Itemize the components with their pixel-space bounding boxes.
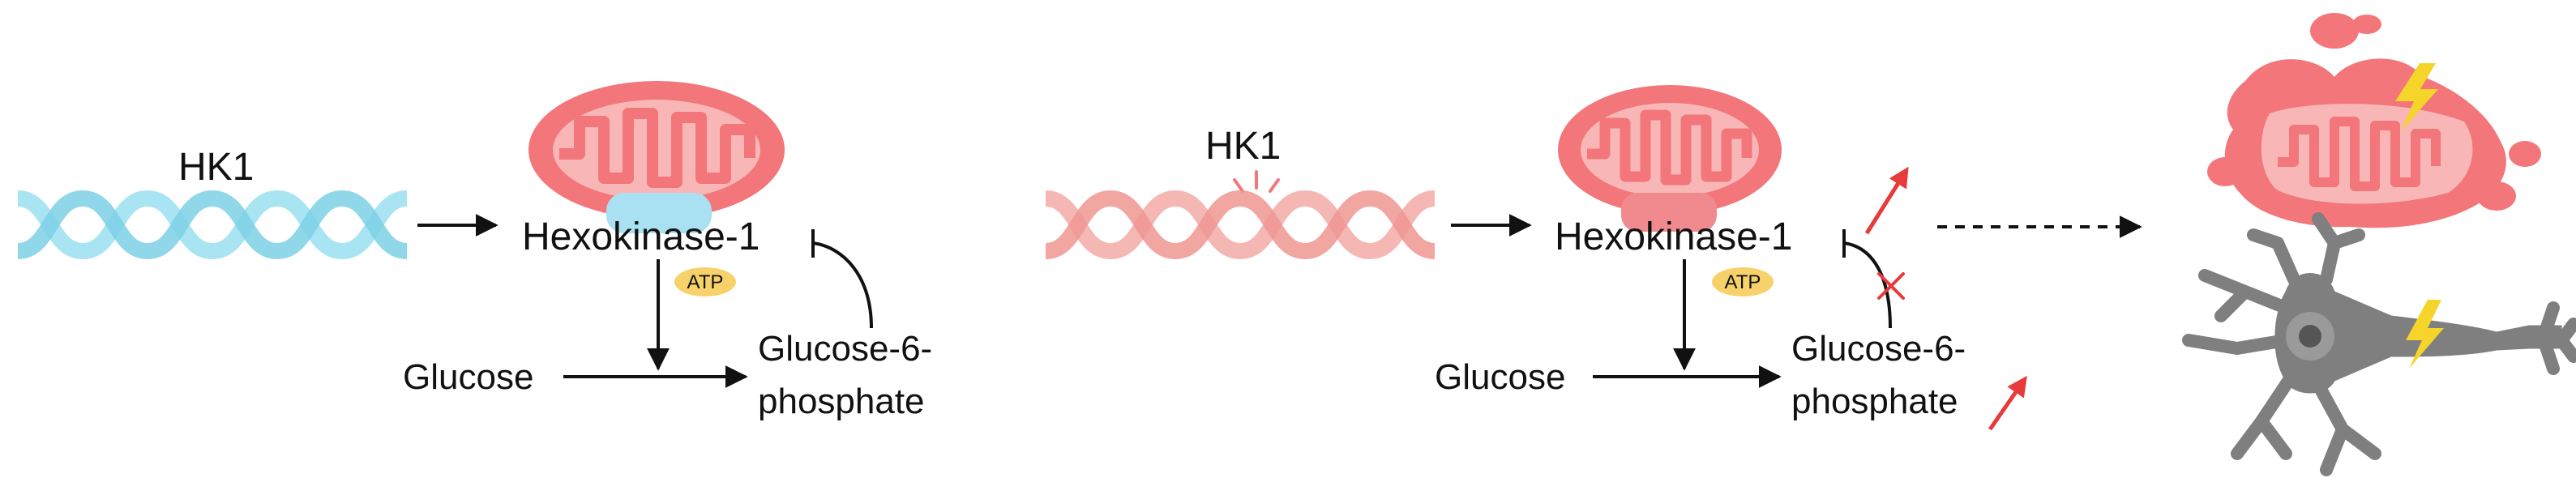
neuron-icon xyxy=(2182,212,2576,476)
feedback-inhibition-mutant xyxy=(1843,241,1892,329)
increase-arrow-product xyxy=(1988,375,2027,431)
atp-badge-mutant xyxy=(1712,267,1774,296)
enzyme-label-mutant: Hexokinase-1 xyxy=(1555,215,1792,258)
product-label-normal-line2: phosphate xyxy=(758,382,925,421)
product-label-mutant-line2: phosphate xyxy=(1791,382,1958,421)
substrate-label-mutant: Glucose xyxy=(1435,357,1565,397)
mutation-mark-icon xyxy=(1233,170,1280,193)
product-label-mutant-line1: Glucose-6- xyxy=(1791,329,1966,369)
gene-label-mutant: HK1 xyxy=(1205,125,1281,168)
product-label-normal-line1: Glucose-6- xyxy=(758,329,932,369)
enzyme-label-normal: Hexokinase-1 xyxy=(522,215,760,258)
substrate-label-normal: Glucose xyxy=(403,357,533,397)
blocked-x-icon xyxy=(1877,272,1905,300)
panel-mutant: HK1 Hexokinase-1 ATP Glucose Glucose-6- … xyxy=(1044,85,2027,431)
panel-consequences xyxy=(2182,13,2576,476)
lightning-icon xyxy=(2395,63,2438,131)
damaged-mitochondrion-icon xyxy=(2207,13,2541,228)
atp-badge-normal xyxy=(674,267,736,296)
dna-helix-icon xyxy=(16,190,409,260)
mitochondrion-icon xyxy=(528,81,785,219)
increase-arrow-enzyme xyxy=(1864,166,1909,235)
atp-label-normal: ATP xyxy=(687,271,724,293)
mitochondrion-icon xyxy=(1558,85,1782,215)
atp-label-mutant: ATP xyxy=(1725,271,1761,293)
gene-label-normal: HK1 xyxy=(178,146,254,189)
hexokinase-protein-normal xyxy=(606,193,712,233)
feedback-inhibition-normal xyxy=(812,241,873,329)
hexokinase-protein-mutant xyxy=(1621,193,1717,232)
panel-normal: HK1 Hexokinase-1 ATP Glucose Glucose-6- … xyxy=(16,81,932,421)
mutated-dna-helix-icon xyxy=(1044,190,1436,260)
lightning-icon xyxy=(2406,300,2444,369)
